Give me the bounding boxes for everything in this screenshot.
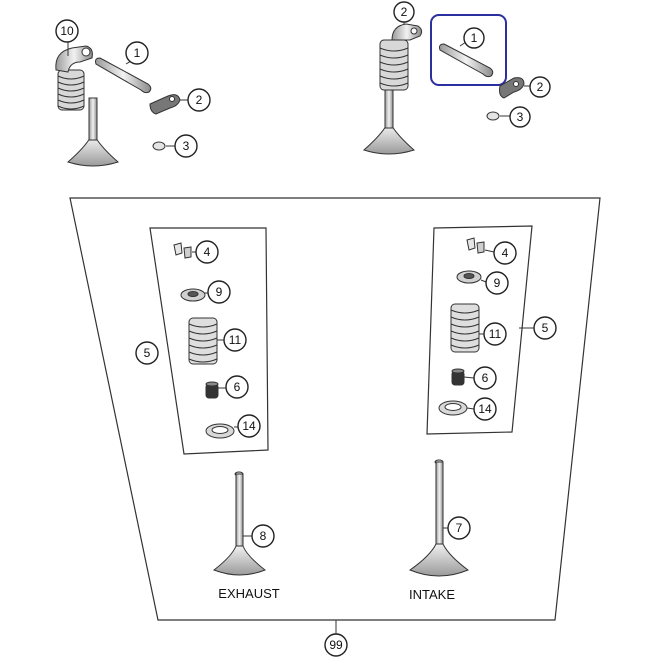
callout-14-ex-label: 14 — [242, 419, 256, 433]
exhaust-valve-keepers — [173, 242, 192, 259]
highlight-frame — [430, 14, 507, 86]
callout-9-ex-label: 9 — [216, 285, 223, 299]
exhaust-spring-seat — [205, 423, 235, 439]
callout-6-ex-label: 6 — [234, 380, 241, 394]
callout-11-in-label: 11 — [489, 327, 502, 341]
callout-99: 99 — [324, 633, 348, 657]
callout-3-right-label: 3 — [517, 110, 524, 124]
callout-9-in: 9 — [485, 271, 509, 295]
callout-9-ex: 9 — [207, 280, 231, 304]
callout-5-ex: 5 — [135, 341, 159, 365]
callout-9-in-label: 9 — [494, 276, 501, 290]
exhaust-subkit-frame — [149, 227, 269, 455]
callout-4-in: 4 — [493, 241, 517, 265]
intake-valve — [408, 459, 470, 577]
leader-4-in — [484, 249, 495, 253]
exhaust-label: EXHAUST — [218, 586, 279, 601]
left-rocker-finger — [149, 94, 181, 115]
callout-4-in-label: 4 — [502, 246, 509, 260]
callout-6-ex: 6 — [225, 375, 249, 399]
callout-14-in: 14 — [473, 397, 497, 421]
left-valve-assembly — [55, 45, 119, 167]
callout-2-right-top: 2 — [393, 1, 415, 23]
callout-11-ex: 11 — [223, 328, 247, 352]
callout-4-ex: 4 — [195, 240, 219, 264]
exhaust-valve — [212, 471, 266, 576]
exhaust-valve-stem-seal — [205, 381, 219, 399]
callout-2-left-label: 2 — [196, 93, 203, 107]
left-rocker-shaft — [95, 57, 152, 94]
leader-9-in — [480, 279, 487, 283]
right-rocker-finger — [499, 77, 525, 99]
callout-6-in: 6 — [473, 366, 497, 390]
right-valve-assembly — [363, 23, 423, 155]
left-valve-spring — [57, 69, 85, 111]
callout-1-right: 1 — [463, 27, 485, 49]
callout-10: 10 — [55, 19, 79, 43]
callout-3-right: 3 — [509, 106, 531, 128]
callout-8-label: 8 — [260, 529, 267, 543]
right-rocker-shaft — [439, 43, 494, 78]
intake-valve-stem-seal — [451, 368, 465, 386]
leader-6-in — [463, 376, 475, 379]
right-valve-spring — [379, 39, 409, 91]
intake-spring-retainer — [456, 270, 482, 284]
callout-3-left: 3 — [174, 134, 198, 158]
callout-5-in-label: 5 — [542, 321, 549, 335]
right-adjust-shim — [486, 111, 500, 121]
callout-2-right-label: 2 — [537, 80, 544, 94]
callout-4-ex-label: 4 — [204, 245, 211, 259]
callout-2-right: 2 — [529, 76, 551, 98]
callout-7: 7 — [447, 516, 471, 540]
exhaust-valve-spring — [188, 317, 218, 365]
callout-5-ex-label: 5 — [144, 346, 151, 360]
intake-spring-seat — [438, 400, 468, 416]
callout-10-label: 10 — [60, 24, 74, 38]
leader-14-in — [466, 407, 475, 410]
callout-11-in: 11 — [483, 322, 507, 346]
exhaust-spring-retainer — [180, 288, 206, 302]
callout-2-right-top-label: 2 — [401, 5, 408, 19]
callout-2-left: 2 — [187, 88, 211, 112]
callout-99-label: 99 — [329, 638, 343, 652]
kit-frame — [69, 197, 601, 621]
callout-1-left-label: 1 — [134, 46, 141, 60]
intake-label: INTAKE — [409, 587, 455, 602]
intake-subkit-frame — [426, 225, 533, 435]
left-adjust-shim — [152, 141, 166, 151]
intake-valve-spring — [450, 303, 480, 353]
callout-6-in-label: 6 — [482, 371, 489, 385]
callout-7-label: 7 — [456, 521, 463, 535]
callout-1-left: 1 — [125, 41, 149, 65]
callout-3-left-label: 3 — [183, 139, 190, 153]
callout-14-in-label: 14 — [478, 402, 492, 416]
callout-1-right-label: 1 — [471, 31, 478, 45]
callout-11-ex-label: 11 — [229, 333, 242, 347]
callout-14-ex: 14 — [237, 414, 261, 438]
intake-valve-keepers — [466, 237, 485, 254]
callout-5-in: 5 — [533, 316, 557, 340]
callout-8: 8 — [251, 524, 275, 548]
